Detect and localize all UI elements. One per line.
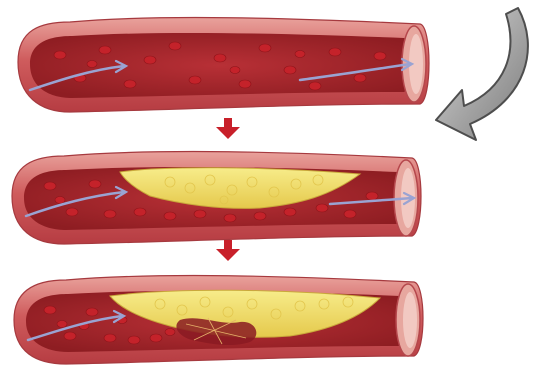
step-down-arrow-icon [216, 240, 240, 261]
healthy-artery [18, 18, 429, 112]
vessel-lumen [30, 33, 410, 98]
narrowed-artery [12, 152, 421, 244]
curved-arrow-icon [436, 8, 528, 140]
step-down-arrow-icon [216, 118, 240, 139]
blocked-artery [14, 276, 423, 364]
